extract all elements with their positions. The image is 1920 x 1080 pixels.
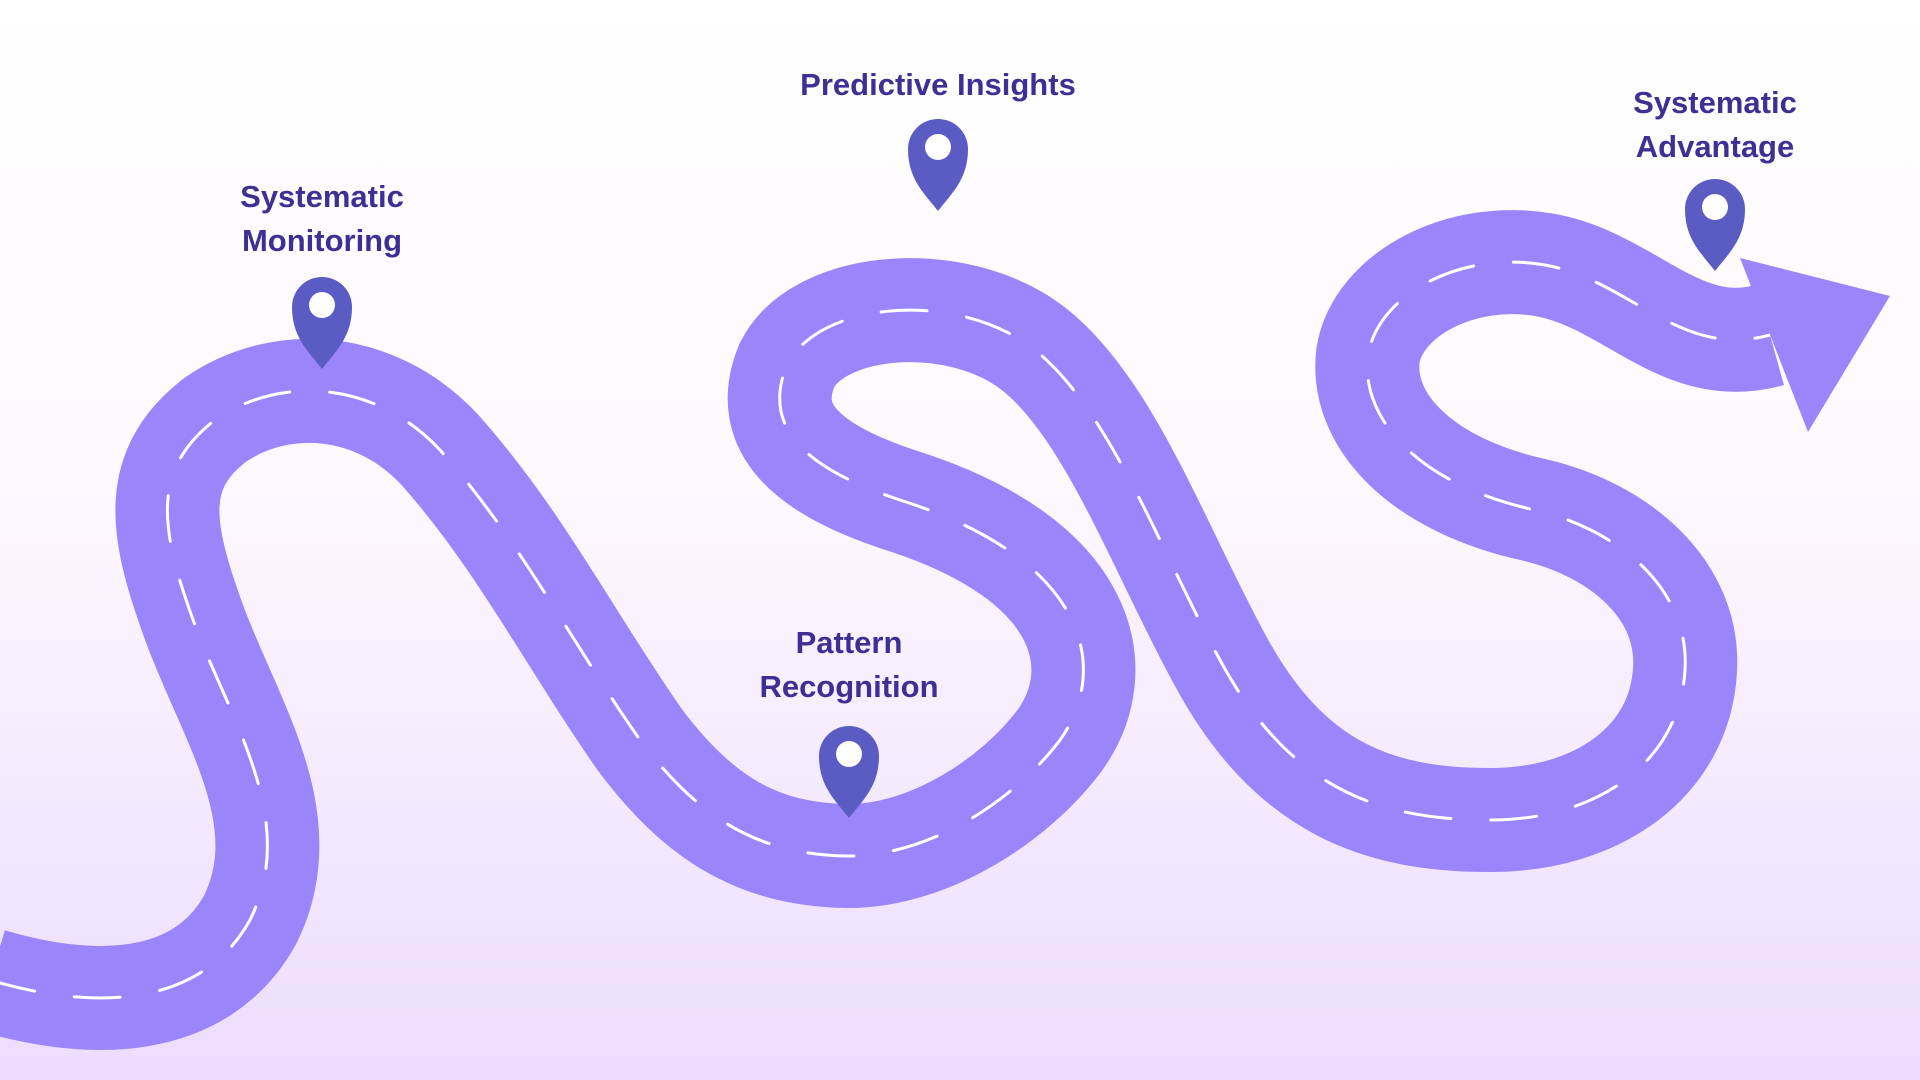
milestone-label-systematic-monitoring: Systematic Monitoring	[142, 175, 502, 263]
milestone-title-line1: Predictive Insights	[800, 67, 1076, 102]
milestone-title-line2: Monitoring	[241, 223, 403, 258]
milestone-title-line1: Pattern	[795, 625, 903, 660]
milestone-label-pattern-recognition: Pattern Recognition	[669, 621, 1029, 709]
milestone-title-line1: Systematic	[1633, 85, 1797, 120]
map-pin-icon	[908, 119, 968, 211]
map-pin-icon	[819, 726, 879, 818]
map-pin-icon	[1685, 179, 1745, 271]
milestone-title-line1: Systematic	[240, 179, 404, 214]
milestone-label-predictive-insights: Predictive Insights	[758, 63, 1118, 107]
map-pin-icon	[292, 277, 352, 369]
arrow-head-icon	[1740, 258, 1890, 432]
milestone-title-line2: Advantage	[1635, 129, 1795, 164]
road-center-line	[0, 260, 1772, 1000]
milestone-title-line2: Recognition	[759, 669, 939, 704]
milestone-label-systematic-advantage: Systematic Advantage	[1535, 81, 1895, 169]
